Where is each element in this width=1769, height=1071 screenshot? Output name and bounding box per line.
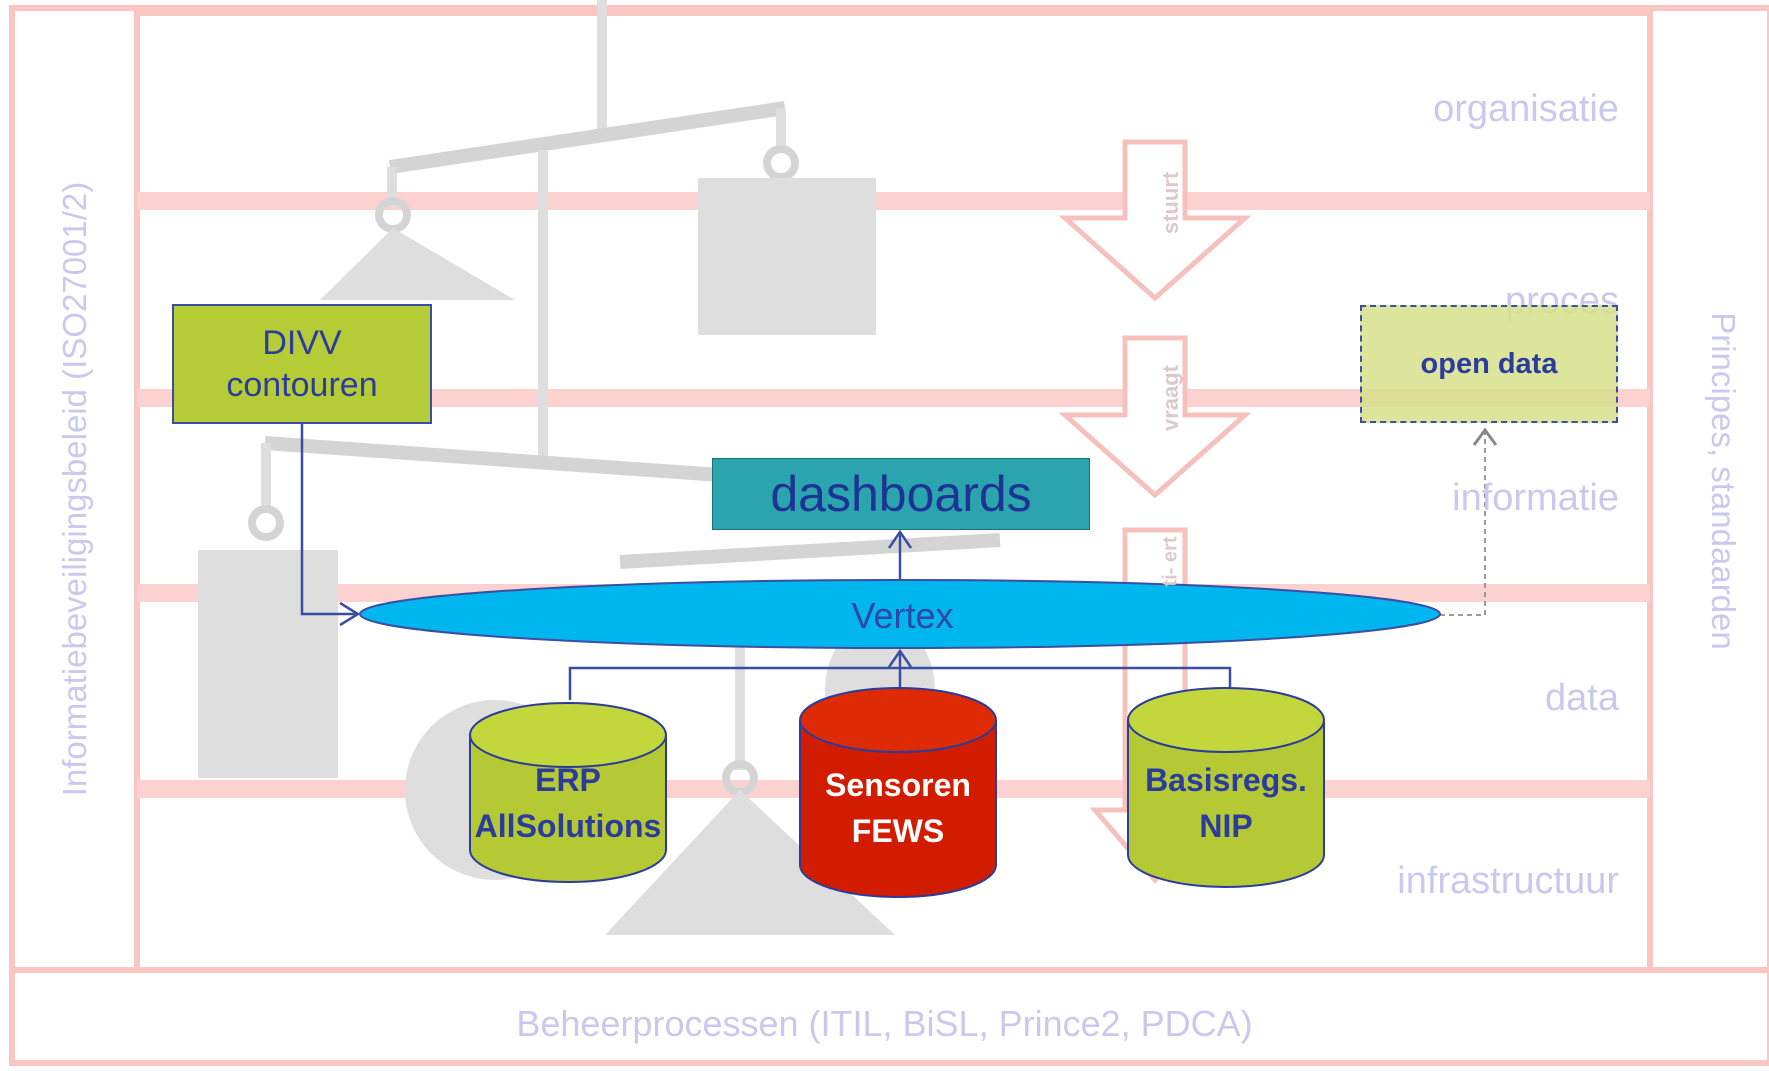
- layer-label-data: data: [1545, 677, 1619, 719]
- vertex-ellipse: [359, 579, 1441, 649]
- flow-arrow-label-stuurt: stuurt: [1158, 171, 1183, 235]
- mobile-bar-lower: [619, 533, 1001, 569]
- cylinder-basisregs: [1127, 687, 1325, 888]
- flow-arrow-label-vraagt: vraagt: [1158, 364, 1183, 432]
- mobile-triangle-left: [320, 228, 515, 300]
- dashboards-arrowhead: [887, 529, 913, 549]
- opendata-arrowhead: [1472, 427, 1498, 446]
- mobile-string-right: [776, 108, 786, 153]
- open-data-box: open data: [1360, 305, 1618, 423]
- mobile-ring-mid-left: [248, 505, 284, 541]
- layer-label-informatie: informatie: [1452, 477, 1619, 519]
- vertex-to-opendata-line: [1440, 432, 1486, 616]
- dashboards-box: dashboards: [712, 458, 1090, 530]
- bottom-frame-label: Beheerprocessen (ITIL, BiSL, Prince2, PD…: [516, 1003, 1253, 1044]
- layer-band-1: [137, 192, 1650, 210]
- cylinder-erp: [469, 702, 667, 883]
- flow-arrow-stuurt: [1058, 139, 1252, 302]
- layer-band-2: [137, 389, 1650, 407]
- vertex-label: Vertex: [851, 595, 954, 636]
- cylinder-label-sensoren: Sensoren FEWS: [825, 767, 971, 849]
- mobile-string-left: [387, 167, 397, 207]
- mobile-background: [198, 0, 1001, 935]
- flow-arrow-vraagt: [1058, 335, 1252, 499]
- mobile-string-center: [538, 150, 548, 460]
- mobile-string-lower: [735, 640, 745, 770]
- mobile-bar-top: [388, 101, 787, 174]
- divv-to-vertex-line: [300, 424, 358, 616]
- cylinder-sensoren: [799, 687, 997, 898]
- cylinder-label-basisregs: Basisregs. NIP: [1145, 762, 1307, 844]
- connectors: [300, 424, 1232, 700]
- mobile-string-mid-left: [261, 443, 271, 513]
- mobile-bar-middle: [264, 436, 721, 482]
- divv-contouren-box: DIVV contouren: [172, 304, 432, 424]
- mobile-square-right: [698, 178, 876, 335]
- cylinder-label-erp: ERP AllSolutions: [474, 762, 662, 844]
- right-frame-label: Principes, standaarden: [1705, 312, 1742, 650]
- divv-arrowhead: [339, 601, 361, 627]
- layer-label-infrastructuur: infrastructuur: [1397, 860, 1619, 902]
- mobile-triangle-lower: [605, 790, 895, 935]
- mobile-block-left: [198, 550, 338, 778]
- mobile-string-top: [597, 0, 607, 135]
- mobile-ring-right: [763, 145, 799, 181]
- layer-label-organisatie: organisatie: [1433, 88, 1619, 130]
- vertex-arrowhead: [887, 648, 913, 668]
- left-frame-label: Informatiebeveiligingsbeleid (ISO27001/2…: [56, 181, 93, 797]
